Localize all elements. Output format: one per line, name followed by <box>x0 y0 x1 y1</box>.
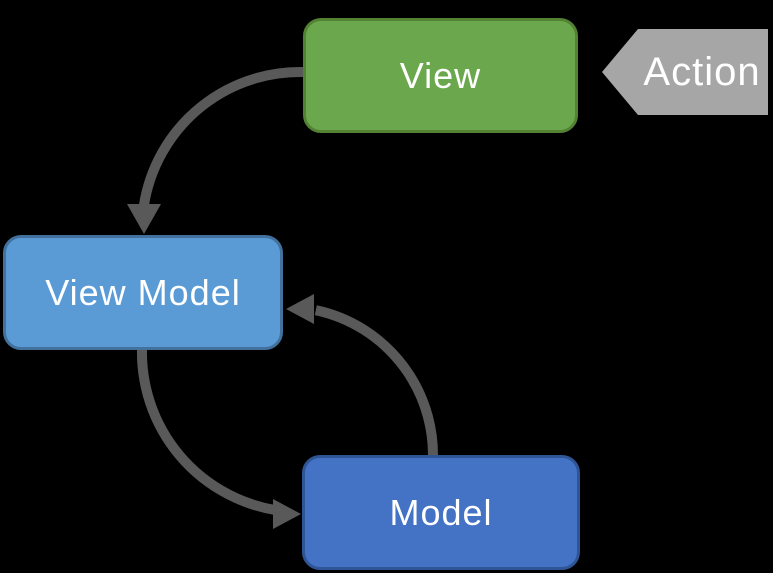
arrow-viewmodel-to-model <box>137 337 276 515</box>
node-view-model: View Model <box>3 235 283 350</box>
node-view-model-label: View Model <box>45 271 241 313</box>
arrow-model-to-viewmodel <box>314 305 438 469</box>
node-action-label: Action <box>643 49 761 94</box>
node-action: Action <box>602 29 768 115</box>
arrowhead-model-to-viewmodel-icon <box>286 294 314 324</box>
arrowhead-view-to-viewmodel-icon <box>127 204 161 234</box>
node-model: Model <box>302 455 580 570</box>
node-view-label: View <box>399 54 482 96</box>
arrowhead-viewmodel-to-model-icon <box>273 499 301 529</box>
node-model-label: Model <box>389 491 493 533</box>
node-view: View <box>303 18 578 133</box>
arrow-view-to-viewmodel <box>138 67 315 208</box>
